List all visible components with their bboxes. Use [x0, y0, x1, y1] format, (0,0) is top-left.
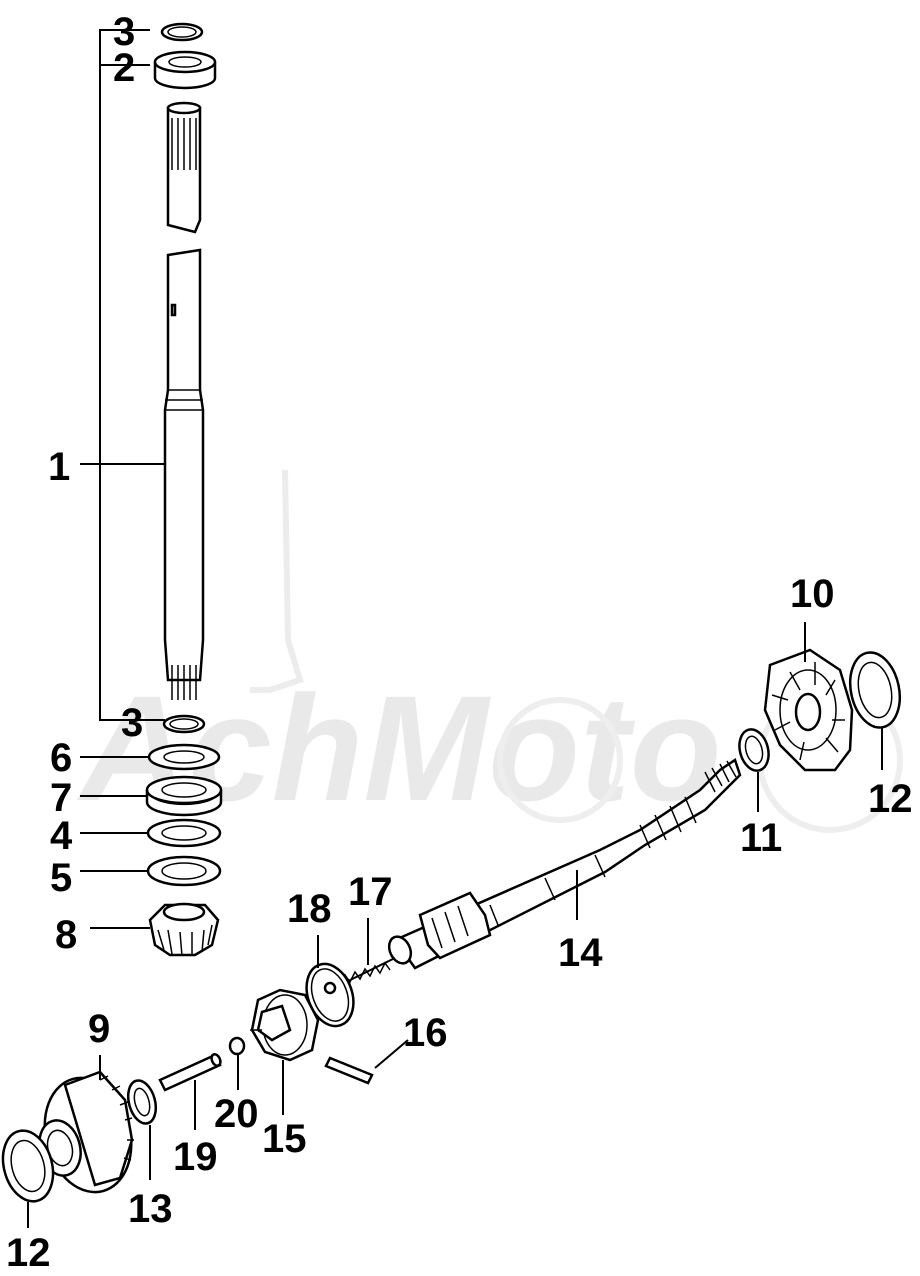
label-19: 19 [173, 1135, 218, 1179]
washer-11 [738, 728, 770, 772]
label-17: 17 [348, 870, 393, 914]
reverse-gear [38, 1070, 134, 1194]
shim-6 [147, 743, 221, 771]
pinion-gear [148, 902, 220, 957]
label-3-bottom: 3 [121, 701, 143, 745]
label-2: 2 [113, 46, 135, 90]
label-13: 13 [128, 1187, 173, 1231]
label-16: 16 [403, 1011, 448, 1055]
label-6: 6 [50, 736, 72, 780]
callout-labels: 3 2 1 3 6 7 4 5 8 10 12 11 14 17 18 16 9… [6, 10, 913, 1275]
clutch-dog [250, 988, 320, 1062]
forward-gear [763, 648, 854, 772]
circlip-top [160, 22, 204, 42]
label-12-right: 12 [868, 777, 913, 821]
label-9: 9 [88, 1007, 110, 1051]
bearing-top [153, 50, 217, 90]
label-14: 14 [558, 931, 603, 975]
label-15: 15 [262, 1117, 307, 1161]
label-20: 20 [214, 1092, 259, 1136]
label-8: 8 [55, 913, 77, 957]
bearing-7 [145, 775, 223, 817]
shim-5 [146, 855, 222, 887]
propeller-shaft [387, 758, 742, 970]
label-12-bottom: 12 [6, 1231, 51, 1275]
label-1: 1 [48, 445, 70, 489]
label-7: 7 [50, 776, 72, 820]
cross-pin [324, 1056, 374, 1085]
label-5: 5 [50, 856, 72, 900]
label-3-top: 3 [113, 10, 135, 54]
shim-12-left [1, 1129, 55, 1203]
label-4: 4 [50, 814, 73, 858]
circlip-bottom [162, 714, 206, 734]
group-bracket [80, 29, 168, 721]
drive-shaft [163, 101, 205, 700]
label-10: 10 [790, 572, 835, 616]
label-18: 18 [287, 887, 332, 931]
shift-rod [158, 1053, 222, 1092]
label-11: 11 [740, 816, 782, 860]
race-4 [146, 818, 222, 848]
clip-ring [305, 962, 355, 1028]
leader-lines [27, 622, 883, 1228]
detent-pin [228, 1036, 246, 1056]
shim-12-right [848, 651, 902, 729]
washer-13 [126, 1079, 158, 1125]
